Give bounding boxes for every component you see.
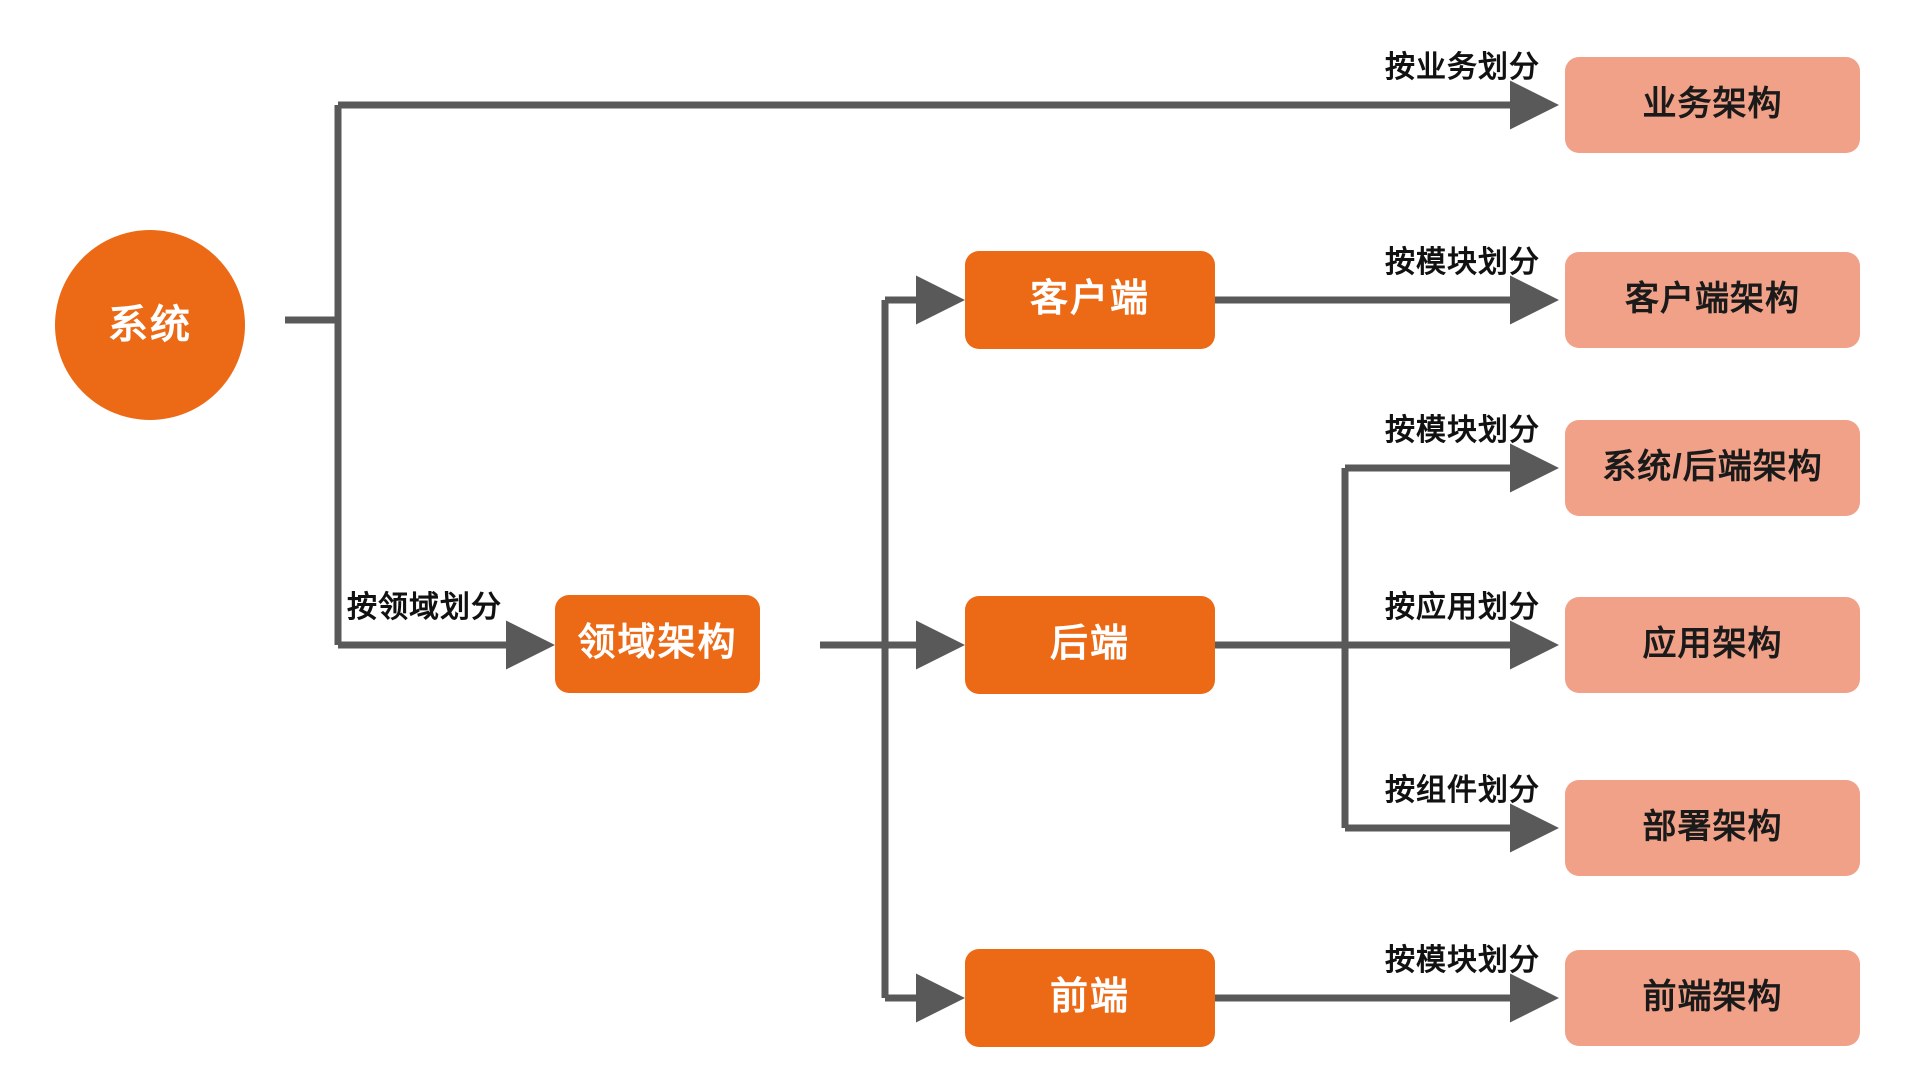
- node-backend[interactable]: 后端: [965, 596, 1215, 694]
- edge-label-by-module-frontend: 按模块划分: [1385, 944, 1540, 977]
- node-frontend-architecture-label: 前端架构: [1642, 978, 1783, 1017]
- node-frontend-label: 前端: [1049, 976, 1130, 1019]
- node-deployment-architecture[interactable]: 部署架构: [1565, 780, 1860, 876]
- node-root-label: 系统: [108, 303, 192, 347]
- node-frontend-architecture[interactable]: 前端架构: [1565, 950, 1860, 1046]
- node-business-architecture-label: 业务架构: [1642, 85, 1783, 124]
- node-domain-architecture-label: 领域架构: [577, 622, 738, 665]
- node-application-architecture-label: 应用架构: [1642, 625, 1783, 664]
- node-business-architecture[interactable]: 业务架构: [1565, 57, 1860, 153]
- node-backend-label: 后端: [1049, 623, 1130, 666]
- node-system-backend-architecture[interactable]: 系统/后端架构: [1565, 420, 1860, 516]
- node-domain-architecture[interactable]: 领域架构: [555, 595, 760, 693]
- node-client-label: 客户端: [1029, 278, 1150, 321]
- node-client[interactable]: 客户端: [965, 251, 1215, 349]
- edge-label-by-business: 按业务划分: [1385, 51, 1540, 84]
- edge-label-by-module-backend: 按模块划分: [1385, 414, 1540, 447]
- node-client-architecture-label: 客户端架构: [1625, 280, 1800, 319]
- edge-label-by-domain: 按领域划分: [347, 591, 502, 624]
- edge-label-by-component: 按组件划分: [1385, 774, 1540, 807]
- node-deployment-architecture-label: 部署架构: [1642, 808, 1783, 847]
- node-client-architecture[interactable]: 客户端架构: [1565, 252, 1860, 348]
- node-frontend[interactable]: 前端: [965, 949, 1215, 1047]
- edge-label-by-module-client: 按模块划分: [1385, 246, 1540, 279]
- node-system-backend-architecture-label: 系统/后端架构: [1602, 448, 1823, 487]
- edge-label-by-application: 按应用划分: [1385, 591, 1540, 624]
- node-root-system[interactable]: 系统: [55, 230, 245, 420]
- node-application-architecture[interactable]: 应用架构: [1565, 597, 1860, 693]
